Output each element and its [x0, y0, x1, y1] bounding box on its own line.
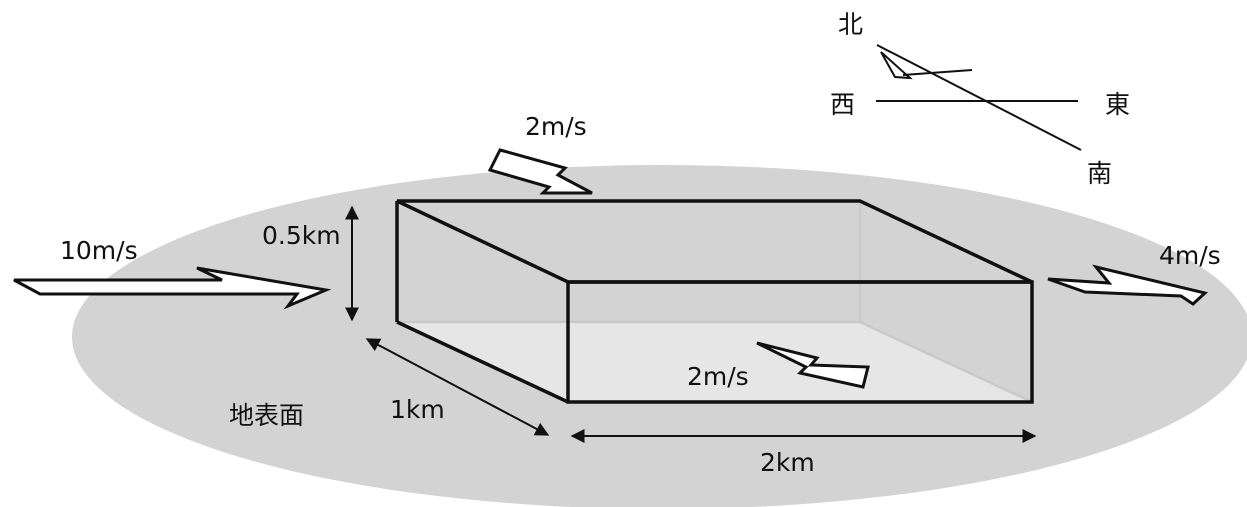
wind-arrow-west — [13, 266, 332, 310]
wind-top-label: 2m/s — [525, 112, 587, 141]
box-hidden-edges — [397, 201, 1033, 404]
compass-west-label: 西 — [830, 90, 855, 119]
compass — [876, 44, 1082, 151]
ground-label: 地表面 — [229, 401, 304, 430]
box-floor — [397, 322, 1032, 402]
depth-label: 1km — [390, 395, 445, 424]
wind-bottom-label: 2m/s — [687, 362, 749, 391]
compass-north-south-line — [876, 44, 1082, 151]
width-label: 2km — [760, 448, 815, 477]
compass-east-label: 東 — [1105, 90, 1130, 119]
height-label: 0.5km — [262, 221, 341, 250]
wind-east-label: 4m/s — [1159, 241, 1221, 270]
compass-south-label: 南 — [1087, 159, 1112, 188]
wind-west-label: 10m/s — [60, 236, 138, 265]
compass-north-label: 北 — [838, 10, 863, 39]
depth-dimension-arrow — [365, 338, 550, 436]
compass-north-arrowhead — [880, 51, 913, 80]
wind-arrow-top — [487, 148, 593, 195]
wind-arrow-bottom — [756, 341, 870, 389]
wind-arrow-east — [1047, 264, 1209, 306]
